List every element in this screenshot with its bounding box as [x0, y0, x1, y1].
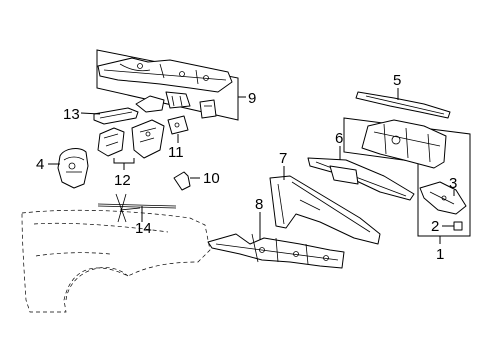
callout-14: 14 — [135, 220, 152, 237]
part-6-rail — [307, 157, 415, 201]
callout-5: 5 — [393, 72, 401, 89]
callout-4: 4 — [36, 156, 44, 173]
callout-8: 8 — [255, 196, 263, 213]
part-10-clip — [173, 171, 191, 191]
callout-7: 7 — [279, 150, 287, 167]
callout-2: 2 — [431, 218, 439, 235]
callout-3: 3 — [449, 175, 457, 192]
callout-labels: 13 9 12 11 4 10 14 7 6 8 5 3 2 1 — [36, 72, 457, 263]
part-7-apron — [269, 175, 381, 245]
part-4-mount — [57, 148, 89, 189]
leader-lines — [48, 88, 455, 244]
part-5-strip — [355, 91, 451, 119]
callout-1: 1 — [436, 246, 444, 263]
fender-outline — [21, 209, 211, 313]
callout-12: 12 — [114, 172, 131, 189]
callout-10: 10 — [203, 170, 220, 187]
callout-13: 13 — [63, 106, 80, 123]
callout-6: 6 — [335, 130, 343, 147]
callout-9: 9 — [248, 90, 256, 107]
upper-rail-assembly — [96, 49, 239, 121]
part-8-frame-rail — [207, 233, 345, 269]
callout-11: 11 — [168, 144, 184, 161]
part-14-brace — [97, 193, 177, 223]
part-12-brackets — [97, 119, 165, 159]
part-11-plate — [167, 115, 189, 135]
part-13-bracket — [93, 107, 139, 125]
